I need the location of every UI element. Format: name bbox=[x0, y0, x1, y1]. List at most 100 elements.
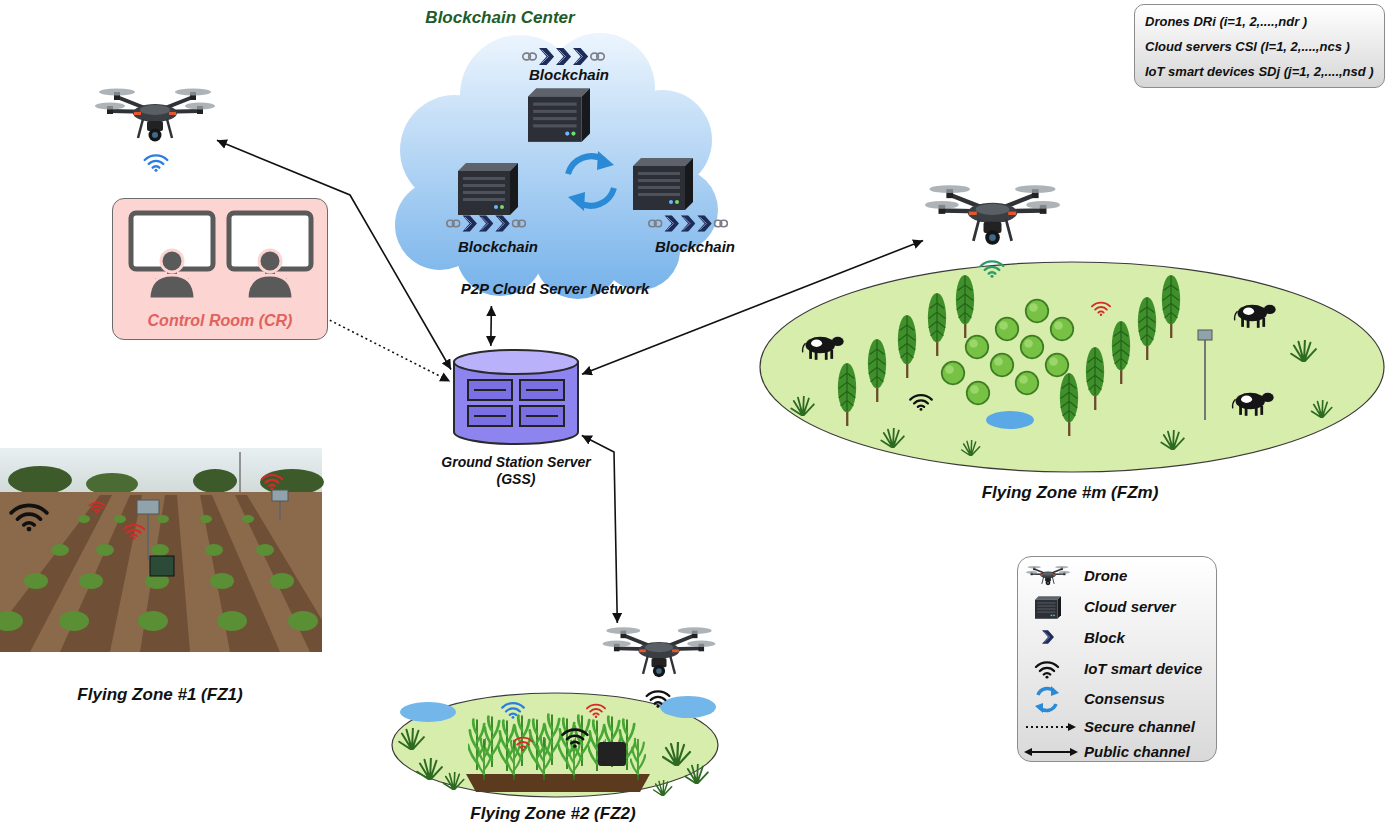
public-channel-arrow bbox=[490, 306, 492, 346]
farm-photo bbox=[193, 469, 237, 493]
farm-zone-m bbox=[966, 336, 989, 359]
node-title: Control Room (CR) bbox=[148, 311, 293, 330]
blockchain-icons bbox=[523, 48, 604, 65]
farm-photo bbox=[59, 611, 89, 631]
farm-zone-2 bbox=[400, 702, 456, 722]
farm-zone-2 bbox=[392, 693, 718, 797]
farm-zone-m bbox=[928, 293, 946, 356]
drone-icon bbox=[95, 86, 215, 152]
farm-photo bbox=[235, 495, 322, 652]
farm-zone-2 bbox=[444, 772, 464, 790]
farm-zone-2 bbox=[587, 705, 605, 718]
farm-zone-2 bbox=[685, 764, 708, 784]
farm-zone-m bbox=[1016, 372, 1039, 395]
farm-photo bbox=[239, 452, 241, 494]
ground-station-server: Ground Station Server (GSS) bbox=[420, 342, 610, 502]
farm-photo bbox=[262, 475, 282, 490]
farm-zone-2 bbox=[660, 696, 716, 718]
farm-zone-m bbox=[1026, 300, 1049, 323]
server-cylinder bbox=[454, 350, 578, 444]
farm-zone-m bbox=[1312, 400, 1332, 418]
farm-zone-m bbox=[1235, 301, 1276, 328]
farm-zone-m bbox=[1138, 297, 1156, 360]
node-title: Drones DRi (i=1, 2,....,ndr ) bbox=[1145, 14, 1307, 30]
farm-photo bbox=[205, 544, 223, 556]
farm-zone-m bbox=[1291, 340, 1316, 362]
farm-zone-m bbox=[881, 428, 904, 448]
blockchain-label: Blockchain bbox=[655, 238, 735, 256]
drone-signal bbox=[145, 155, 168, 172]
farm-photo bbox=[0, 611, 23, 631]
cloud-servers bbox=[458, 88, 693, 215]
farm-photo bbox=[157, 515, 169, 523]
drone-icon bbox=[95, 89, 215, 142]
farm-zone-2 bbox=[392, 693, 718, 797]
legend-icons bbox=[1026, 566, 1070, 585]
node-text: Cloud servers CSl (l=1, 2,....,ncs ) bbox=[1145, 39, 1350, 55]
flying-zone: Flying Zone #1 (FZ1) bbox=[0, 84, 330, 709]
public-channel-arrow bbox=[582, 241, 923, 375]
legend-text: Cloud server bbox=[1084, 598, 1176, 616]
farm-zone-m bbox=[991, 354, 1014, 377]
farm-photo bbox=[89, 502, 104, 513]
node-title: Flying Zone #2 (FZ2) bbox=[470, 804, 635, 824]
blockchain-icons bbox=[649, 215, 728, 231]
farm-photo bbox=[11, 505, 47, 531]
farm-zone-m bbox=[1060, 373, 1078, 436]
farm-photo bbox=[138, 611, 168, 631]
legend-icons bbox=[1024, 748, 1032, 756]
legend-text: Drone bbox=[1084, 567, 1127, 585]
farm-zone-m bbox=[760, 262, 1384, 472]
farm-photo bbox=[79, 573, 103, 589]
secure-channel-arrow bbox=[330, 320, 450, 381]
legend-icons bbox=[1070, 748, 1078, 756]
farm-zone-m bbox=[910, 395, 932, 411]
drone-signal bbox=[981, 261, 1004, 278]
farm-zone-m bbox=[962, 440, 980, 456]
farm-zone-m bbox=[1204, 330, 1206, 420]
farm-photo bbox=[150, 556, 174, 576]
farm-photo bbox=[24, 573, 48, 589]
legend-icons bbox=[1018, 557, 1088, 763]
node-title: Flying Zone #m (FZm) bbox=[982, 483, 1159, 503]
farm-zone-2 bbox=[563, 730, 588, 748]
consensus-icon bbox=[568, 151, 614, 211]
farm-zone-m bbox=[1046, 354, 1069, 377]
farm-photo bbox=[8, 466, 72, 494]
farm-photo bbox=[137, 500, 159, 514]
farm-photo bbox=[256, 544, 274, 556]
farm-photo bbox=[272, 490, 288, 501]
cloud-shape bbox=[395, 33, 718, 299]
node-title: Ground Station Server (GSS) bbox=[440, 454, 592, 488]
farm-zone-m bbox=[868, 339, 886, 402]
farm-photo bbox=[114, 515, 126, 523]
farm-zone-2 bbox=[654, 780, 672, 796]
farm-photo bbox=[260, 469, 324, 495]
cloud-servers bbox=[458, 163, 518, 215]
blockchain-icons bbox=[447, 215, 526, 231]
farm-zone-m bbox=[1233, 389, 1274, 416]
legend-text: Consensus bbox=[1084, 690, 1165, 708]
drone-icon bbox=[925, 185, 1060, 245]
farm-photo bbox=[0, 448, 324, 652]
drone-signal bbox=[647, 691, 670, 708]
farm-zone-m bbox=[838, 363, 856, 426]
farm-zone-m bbox=[986, 411, 1034, 429]
farm-zone-2 bbox=[543, 715, 561, 765]
node-text: IoT smart devices SDj (j=1, 2,....,nsd ) bbox=[1145, 64, 1374, 80]
farm-photo bbox=[96, 544, 114, 556]
farm-zone-2 bbox=[663, 742, 690, 766]
flying-zone: Flying Zone #m (FZm) bbox=[752, 180, 1387, 505]
legend-icons bbox=[1035, 703, 1043, 713]
farm-zone-m bbox=[1051, 318, 1074, 341]
farm-photo bbox=[60, 495, 142, 652]
legend-text: Secure channel bbox=[1084, 718, 1195, 736]
farm-zone-2 bbox=[502, 703, 524, 719]
legend-icons bbox=[1068, 723, 1076, 731]
farm-zone-m bbox=[1092, 303, 1110, 316]
farm-zone-2 bbox=[417, 758, 442, 780]
notation-box: Drones DRi (i=1, 2,....,ndr ) Cloud serve… bbox=[1134, 4, 1385, 88]
drone-icon bbox=[925, 182, 1060, 257]
farm-photo bbox=[124, 525, 144, 540]
cloud-servers bbox=[633, 158, 693, 210]
